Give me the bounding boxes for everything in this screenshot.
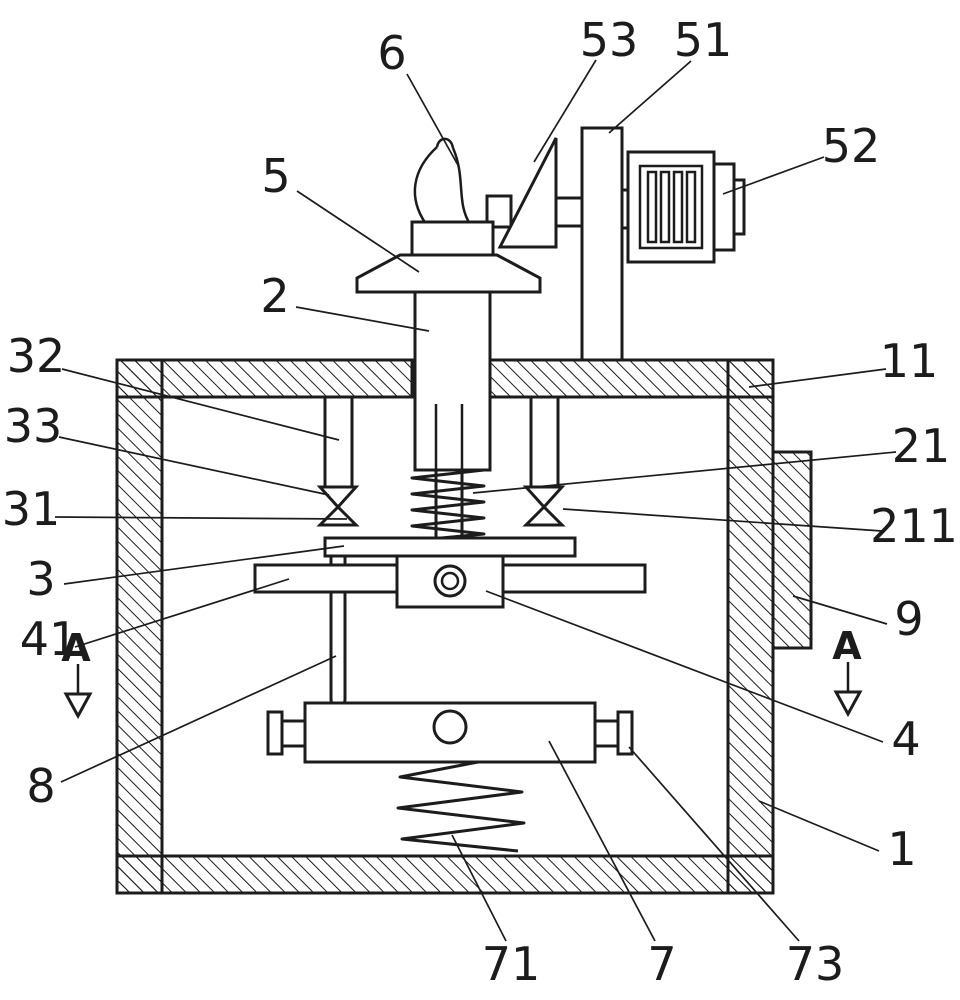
- pivot-bolt-inner: [440, 571, 460, 591]
- bottom-wall: [115, 854, 775, 895]
- leader-33: [58, 436, 330, 496]
- mounting-plate-51: [580, 126, 624, 362]
- top-wall-right: [488, 358, 775, 399]
- pin-cap-right: [616, 710, 634, 756]
- leader-51: [608, 60, 692, 134]
- platform-3: [323, 536, 577, 558]
- leader-11: [748, 368, 887, 388]
- motor-end-tip: [732, 178, 746, 236]
- leader-53: [533, 59, 597, 163]
- label-9: 9: [894, 592, 923, 646]
- leader-71: [451, 834, 507, 942]
- label-2: 2: [260, 269, 289, 323]
- spring-71: [396, 760, 526, 853]
- label-6: 6: [377, 26, 406, 80]
- leader-1: [758, 800, 880, 852]
- label-73: 73: [786, 937, 845, 991]
- motor-grill: [638, 164, 704, 250]
- pin-cap-left: [266, 710, 284, 756]
- hanger-32-right: [529, 395, 560, 489]
- pin-right-73: [593, 719, 620, 748]
- leader-21: [472, 451, 897, 494]
- leader-lines: [54, 59, 897, 942]
- leader-41: [74, 578, 290, 648]
- right-wall: [726, 358, 775, 895]
- motor-52: [626, 150, 746, 264]
- section-marker-right: A: [832, 624, 863, 718]
- label-4: 4: [891, 712, 920, 766]
- pivot-bolt-outer: [433, 564, 467, 598]
- label-71: 71: [482, 937, 541, 991]
- hanger-brackets: [316, 395, 566, 527]
- hose-6: [413, 137, 472, 225]
- leader-31: [54, 516, 348, 520]
- pin-left: [280, 719, 307, 748]
- section-arrow-head-right: [833, 690, 863, 718]
- leader-4: [485, 590, 884, 743]
- label-31: 31: [2, 482, 61, 536]
- roller-upper-right: [522, 485, 566, 510]
- label-1: 1: [887, 822, 916, 876]
- carriage-hole: [432, 709, 468, 745]
- leader-52: [722, 156, 825, 195]
- leader-32: [61, 368, 340, 441]
- section-arrow-head-left: [63, 692, 93, 720]
- leader-211: [562, 508, 883, 532]
- reference-labels: 6 53 51 52 5 2 32 33 31 3 41 8 11 21 211…: [2, 13, 958, 991]
- label-3: 3: [26, 552, 55, 606]
- lower-carriage-7: [266, 701, 634, 764]
- roller-31-lower-left: [316, 504, 360, 527]
- hopper-53: [497, 137, 558, 249]
- label-21: 21: [892, 419, 951, 473]
- label-52: 52: [822, 119, 881, 173]
- motor-slat: [646, 170, 658, 244]
- roller-33-upper-left: [316, 485, 360, 510]
- hose-edge: [413, 146, 438, 225]
- leader-8: [60, 655, 337, 783]
- leader-5: [296, 190, 420, 273]
- hose-tip: [435, 137, 455, 149]
- label-32: 32: [7, 329, 66, 383]
- section-marker-left: A: [61, 626, 93, 720]
- section-letter-left: A: [61, 626, 91, 670]
- label-8: 8: [26, 759, 55, 813]
- drive-unit: [485, 126, 746, 362]
- flange-5: [355, 253, 542, 294]
- motor-slat: [659, 170, 671, 244]
- leader-3: [63, 545, 345, 585]
- motor-slat: [685, 170, 697, 244]
- leader-9: [792, 595, 888, 625]
- motor-end-cap: [712, 162, 736, 252]
- label-53: 53: [580, 13, 639, 67]
- label-33: 33: [4, 399, 63, 453]
- label-11: 11: [880, 334, 939, 388]
- section-letter-right: A: [832, 624, 862, 668]
- spring-21: [410, 468, 486, 542]
- slide-assembly: [253, 554, 647, 609]
- shaft-coupling: [554, 196, 584, 228]
- hanger-32-left: [323, 395, 354, 489]
- leader-2: [295, 306, 430, 332]
- spindle-assembly: [355, 220, 542, 542]
- roller-lower-right: [522, 504, 566, 527]
- motor-body: [626, 150, 716, 264]
- leader-7: [548, 740, 656, 942]
- shaft-joint-block: [485, 194, 513, 229]
- label-41: 41: [20, 612, 79, 666]
- motor-slat: [672, 170, 684, 244]
- label-5: 5: [261, 149, 290, 203]
- shaft-2: [413, 290, 492, 472]
- leader-6: [406, 73, 460, 168]
- side-bracket-9: [771, 450, 813, 650]
- shaft-head: [410, 220, 495, 260]
- label-7: 7: [647, 937, 676, 991]
- label-211: 211: [870, 499, 958, 553]
- hose-edge: [451, 147, 472, 225]
- label-51: 51: [674, 13, 733, 67]
- leader-73: [628, 746, 800, 942]
